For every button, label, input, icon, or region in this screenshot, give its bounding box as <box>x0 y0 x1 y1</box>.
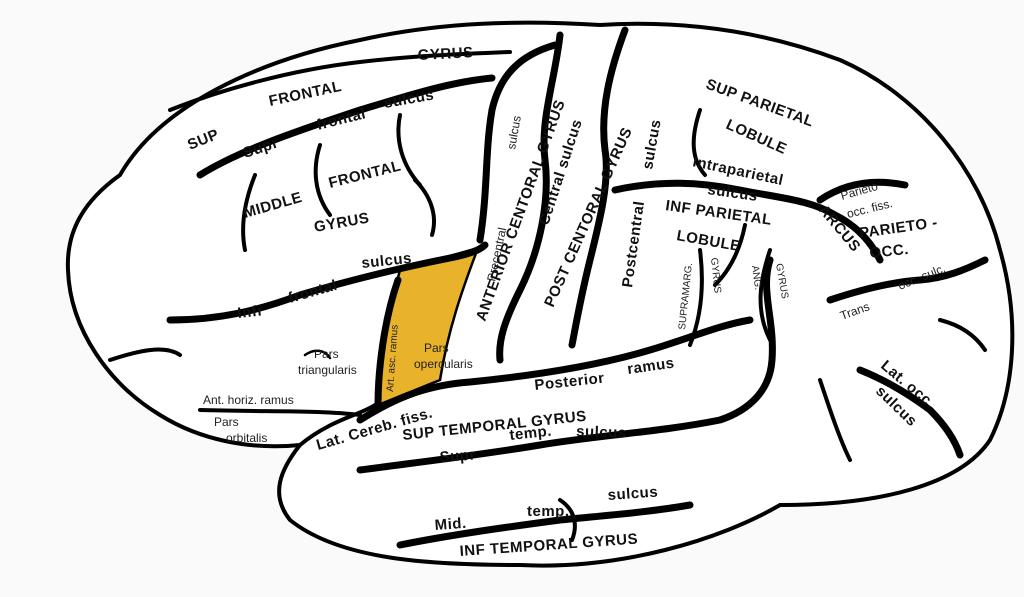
middle-temporal-sulcus <box>396 501 694 549</box>
anterior-ascending-ramus <box>374 276 402 409</box>
label-temp-upper: temp. <box>509 423 553 444</box>
precentral-sulcus <box>476 41 559 244</box>
label-supr-temp: Supr <box>439 447 476 466</box>
lateral-cerebral-fissure <box>356 316 754 424</box>
middle-frontal-fragment-2 <box>313 143 332 217</box>
label-pars-triangularis-1: Pars <box>314 347 339 361</box>
frontal-pole-fragment <box>108 347 182 362</box>
label-temp-lower: temp. <box>527 503 570 520</box>
anterior-horizontal-ramus <box>198 408 362 417</box>
frontal-fragment-5 <box>303 349 332 360</box>
temporal-fragment-2 <box>818 378 852 462</box>
label-mid: Mid. <box>434 515 467 534</box>
label-occ: OCC. <box>869 241 910 262</box>
middle-frontal-fragment-4 <box>413 178 436 237</box>
middle-frontal-fragment-1 <box>241 173 257 252</box>
label-pars-orbitalis-1: Pars <box>214 415 239 429</box>
temporal-fragment-1 <box>558 498 577 542</box>
label-ang: ANG. <box>749 265 763 291</box>
label-pars-orbitalis-2: orbitalis <box>226 431 267 445</box>
parietal-fragment-2 <box>713 223 747 287</box>
label-ramus: ramus <box>626 355 675 378</box>
label-ant-horiz-ramus: Ant. horiz. ramus <box>203 393 294 407</box>
supramarginal-fragment <box>688 248 704 347</box>
label-gyrus-top: GYRUS <box>417 44 474 64</box>
intraparietal-sulcus <box>611 179 884 264</box>
transverse-occipital-sulcus <box>826 256 989 304</box>
parietal-fragment-1 <box>691 108 707 177</box>
label-infr: Infr <box>237 302 265 322</box>
superior-temporal-sulcus <box>356 256 776 474</box>
superior-frontal-sulcus <box>196 74 496 179</box>
superior-frontal-sulcus-upper <box>168 50 512 112</box>
central-sulcus <box>496 31 564 364</box>
label-sulcus-infr: sulcus <box>361 250 413 272</box>
parieto-occipital-fissure <box>816 178 909 204</box>
label-art-asc-ramus: Art. asc. ramus <box>385 324 401 392</box>
lateral-occipital-sulcus <box>856 366 964 459</box>
label-pars-opercularis-2: opercularis <box>414 357 473 371</box>
label-sulcus-prec: sulcus <box>504 115 524 151</box>
label-sulcus-midtemp: sulcus <box>607 484 659 504</box>
label-sulcus-suptemp: sulcus <box>576 423 627 442</box>
label-sulcus-intrap: sulcus <box>706 181 758 205</box>
postcentral-sulcus <box>568 26 629 349</box>
label-pars-opercularis-1: Pars <box>424 341 449 355</box>
brain-outline <box>65 20 1015 568</box>
temporal-lobe-border <box>298 403 377 447</box>
occipital-fragment <box>938 318 987 352</box>
labels-opercular: Pars triangularis Pars opercularis Art. … <box>203 324 676 453</box>
angular-fragment <box>758 248 772 342</box>
label-pars-triangularis-2: triangularis <box>298 363 357 377</box>
inferior-frontal-sulcus <box>166 241 489 324</box>
label-gyrus-supram: GYRUS <box>708 257 723 294</box>
